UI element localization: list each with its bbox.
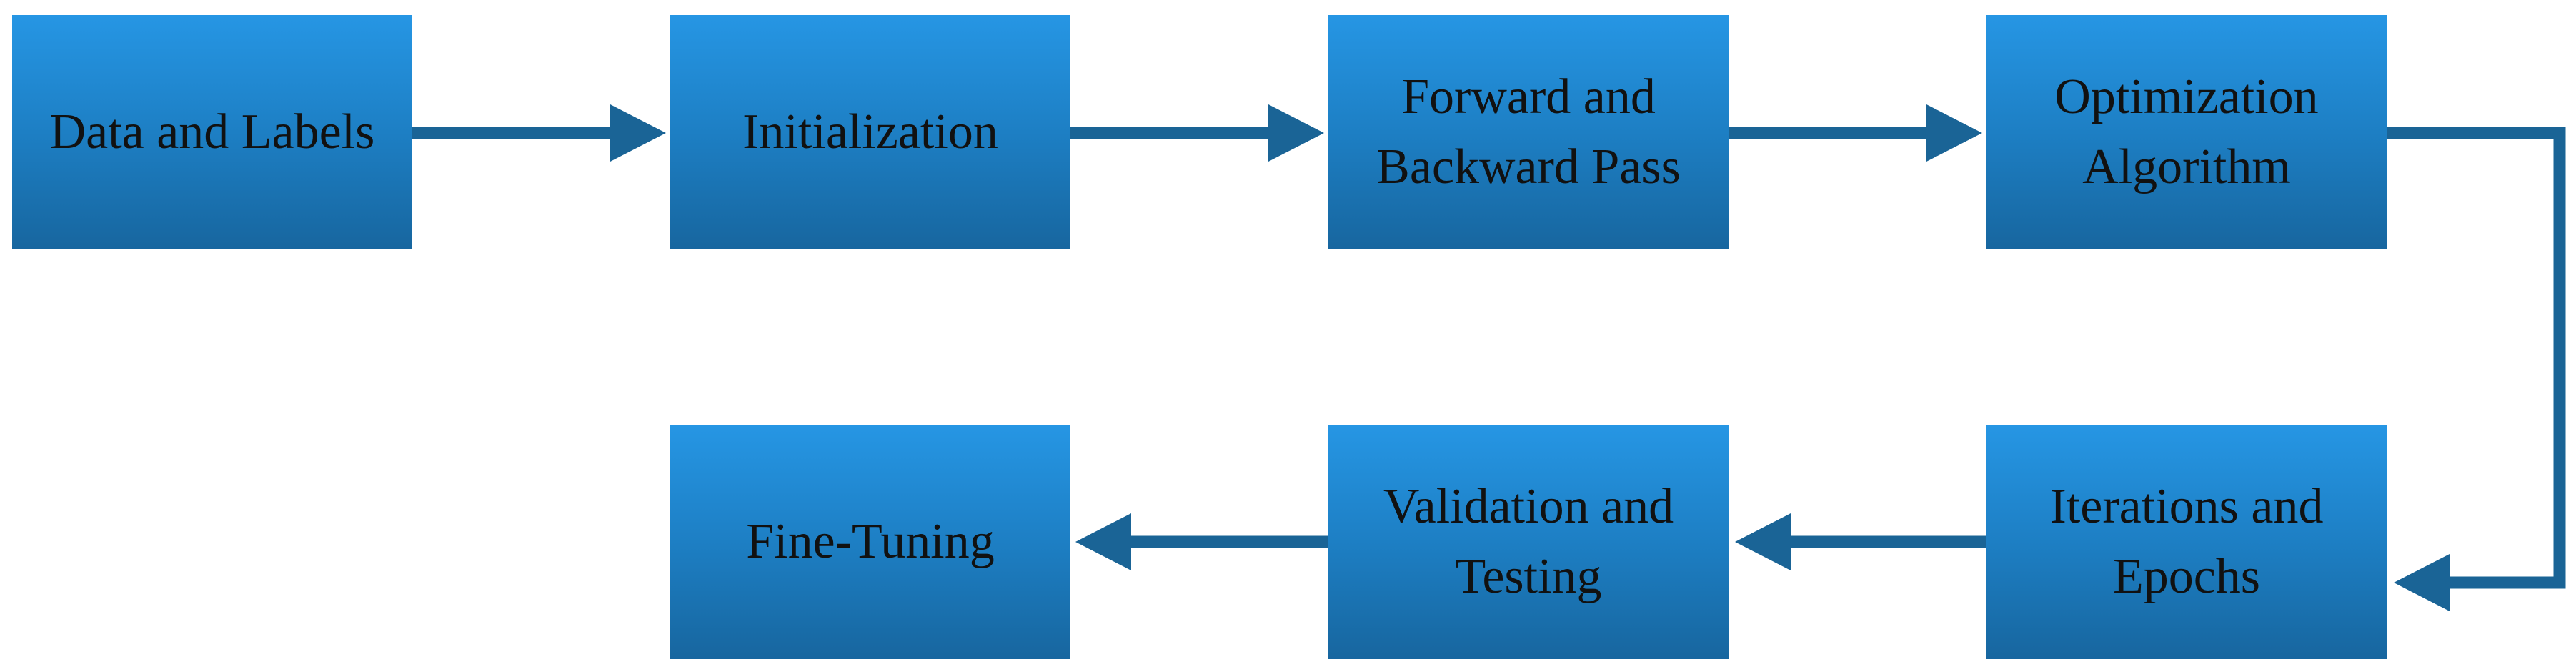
node-label: Iterations and Epochs xyxy=(2049,479,2324,604)
node-label: Fine-Tuning xyxy=(746,514,995,569)
node-validation-and-testing: Validation and Testing xyxy=(1328,425,1729,659)
node-label: Initialization xyxy=(742,104,998,159)
arrowhead-forward-to-optim xyxy=(1926,104,1982,162)
arrow-optim-to-iterations xyxy=(2387,127,2566,589)
node-iterations-and-epochs: Iterations and Epochs xyxy=(1986,425,2387,659)
node-optimization-algorithm: Optimization Algorithm xyxy=(1986,15,2387,249)
node-label: Forward and Backward Pass xyxy=(1376,69,1681,194)
node-data-and-labels: Data and Labels xyxy=(12,15,412,249)
arrowhead-optim-to-iterations xyxy=(2394,554,2450,611)
node-initialization: Initialization xyxy=(670,15,1070,249)
arrowhead-validation-to-finetune xyxy=(1075,513,1131,570)
node-fine-tuning: Fine-Tuning xyxy=(670,425,1070,659)
node-label: Data and Labels xyxy=(49,104,375,159)
arrowhead-iterations-to-validation xyxy=(1735,513,1791,570)
node-label: Optimization Algorithm xyxy=(2054,69,2319,194)
node-label: Validation and Testing xyxy=(1383,479,1674,604)
arrowhead-init-to-forward xyxy=(1268,104,1324,162)
arrowhead-data-to-init xyxy=(610,104,666,162)
node-forward-backward-pass: Forward and Backward Pass xyxy=(1328,15,1729,249)
